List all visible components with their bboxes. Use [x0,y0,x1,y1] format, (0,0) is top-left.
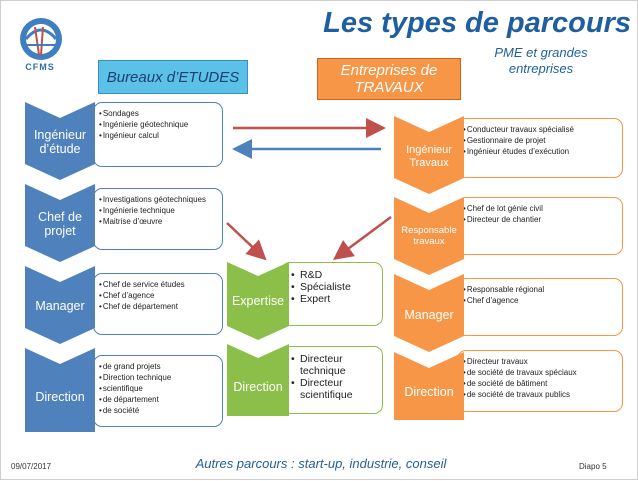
list-item: Ingénierie géotechnique [99,119,217,130]
list-item: Chef d’agence [99,290,217,301]
travaux-level-3-label: Manager [404,307,454,322]
list-item: Chef de département [99,301,217,312]
travaux-level-2-label: Responsable travaux [401,225,457,247]
list-item: Spécialiste [291,281,377,293]
travaux-level-4-label: Direction [404,384,454,399]
bureaux-level-4-chevron [25,348,95,432]
bureaux-level-2-box: Investigations géotechniques Ingénierie … [93,188,223,250]
list-item: scientifique [99,383,217,394]
bureaux-level-2-chevron [25,184,95,262]
expertise-level-2-chevron [227,344,289,416]
page-subtitle: PME et grandes entreprises [494,45,588,76]
slide-date: 09/07/2017 [11,462,52,471]
list-item: Conducteur travaux spécialisé [463,124,617,135]
slide-number: Diapo 5 [579,462,607,471]
travaux-level-4-chevron [394,352,464,420]
bureaux-header: Bureaux d’ETUDES [98,60,248,94]
list-item: Ingénieur études d’exécution [463,146,617,157]
page-title: Les types de parcours [323,7,631,39]
logo-text: CFMS [25,62,55,72]
list-item: Responsable régional [463,284,617,295]
travaux-level-1-box: Conducteur travaux spécialisé Gestionnai… [457,118,623,178]
list-item: Investigations géotechniques [99,194,217,205]
bureaux-level-4-label: Direction [35,389,85,404]
list-item: Directeur scientifique [291,377,377,401]
cfms-logo-icon [20,18,62,60]
list-item: Directeur technique [291,353,377,377]
travaux-level-3-box: Responsable régional Chef d’agence [457,278,623,336]
list-item: Ingénieur calcul [99,130,217,141]
travaux-level-2-chevron [394,197,464,275]
list-item: Chef de service études [99,279,217,290]
list-item: Directeur de chantier [463,214,617,225]
list-item: de société de travaux spéciaux [463,367,617,378]
bureaux-level-3-chevron [25,266,95,344]
bureaux-level-4-box: de grand projets Direction technique sci… [93,355,223,427]
list-item: de société de bâtiment [463,378,617,389]
travaux-level-4-box: Directeur travaux de société de travaux … [457,350,623,412]
list-item: de société [99,405,217,416]
bureaux-level-3-label: Manager [35,298,85,313]
bureaux-level-1-chevron [25,102,95,180]
bureaux-level-1-box: Sondages Ingénierie géotechnique Ingénie… [93,102,223,167]
bureaux-level-1-label: Ingénieur d’étude [33,127,87,156]
bureaux-level-3-box: Chef de service études Chef d’agence Che… [93,273,223,335]
other-paths-text: Autres parcours : start-up, industrie, c… [195,456,447,471]
expertise-level-1-box: R&D Spécialiste Expert [281,262,383,326]
travaux-level-3-chevron [394,274,464,352]
list-item: de grand projets [99,361,217,372]
travaux-header: Entreprises de TRAVAUX [317,58,461,100]
list-item: Direction technique [99,372,217,383]
bureaux-level-2-label: Chef de projet [38,209,82,238]
expertise-level-1-chevron [227,262,289,340]
list-item: Chef de lot génie civil [463,203,617,214]
list-item: de département [99,394,217,405]
expertise-level-1-label: Expertise [231,293,285,308]
list-item: Gestionnaire de projet [463,135,617,146]
travaux-level-1-label: Ingénieur Travaux [406,144,452,169]
list-item: Directeur travaux [463,356,617,367]
list-item: Chef d’agence [463,295,617,306]
list-item: Ingénierie technique [99,205,217,216]
list-item: Expert [291,293,377,305]
list-item: de société de travaux publics [463,389,617,400]
travaux-level-1-chevron [394,116,464,194]
list-item: Maitrise d’œuvre [99,216,217,227]
arrow-bureaux-to-expertise [226,222,267,261]
list-item: R&D [291,269,377,281]
list-item: Sondages [99,108,217,119]
arrow-travaux-to-expertise [332,215,392,260]
expertise-level-2-label: Direction [233,379,283,394]
